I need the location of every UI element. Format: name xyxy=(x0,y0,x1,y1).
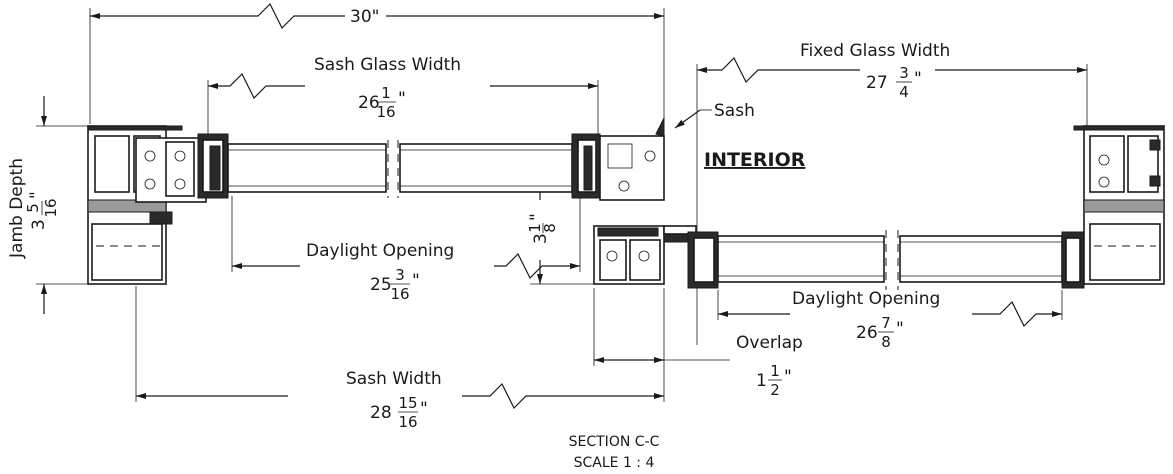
svg-text:27: 27 xyxy=(866,73,888,93)
svg-text:16: 16 xyxy=(398,413,417,431)
svg-text:Jamb Depth: Jamb Depth xyxy=(7,158,27,259)
center-depth-value: 3 1 8 " xyxy=(526,213,559,244)
interior-label: INTERIOR xyxy=(704,149,806,171)
overall-width-label: 30" xyxy=(350,7,379,27)
svg-text:25: 25 xyxy=(370,275,392,295)
jamb-depth-value: 3 5 16 " xyxy=(24,191,60,230)
svg-text:3: 3 xyxy=(395,266,405,284)
svg-text:15: 15 xyxy=(398,394,417,412)
svg-text:16: 16 xyxy=(390,285,409,303)
svg-text:5: 5 xyxy=(24,203,42,213)
svg-text:8: 8 xyxy=(541,223,559,233)
window-profiles xyxy=(87,117,1165,290)
svg-text:26: 26 xyxy=(856,323,878,343)
fixed-glass-width-value: 27 3 4 " xyxy=(866,64,922,101)
svg-text:1: 1 xyxy=(526,223,544,233)
daylight-left-value: 25 3 16 " xyxy=(370,266,420,303)
sash-callout: Sash xyxy=(714,101,755,121)
svg-text:": " xyxy=(412,271,420,291)
sash-glass-width-value: 26 1 16 " xyxy=(358,84,406,121)
overlap-value: 1 1 2 " xyxy=(756,362,792,399)
svg-text:16: 16 xyxy=(376,103,395,121)
sash-width-label: Sash Width xyxy=(346,369,442,389)
svg-text:": " xyxy=(896,319,904,339)
sash-width-value: 28 15 16 " xyxy=(370,394,428,431)
svg-text:1: 1 xyxy=(381,84,391,102)
svg-text:2: 2 xyxy=(770,381,780,399)
jamb-depth-label: Jamb Depth xyxy=(7,158,27,259)
svg-text:8: 8 xyxy=(881,333,891,351)
section-title: SECTION C-C xyxy=(569,434,660,450)
dimension-lines xyxy=(36,2,1088,410)
svg-text:": " xyxy=(914,69,922,89)
svg-text:1: 1 xyxy=(770,362,780,380)
daylight-right-value: 26 7 8 " xyxy=(856,314,904,351)
daylight-right-label: Daylight Opening xyxy=(792,289,940,309)
scale-label: SCALE 1 : 4 xyxy=(574,455,655,471)
svg-text:28: 28 xyxy=(370,403,392,423)
svg-text:": " xyxy=(420,399,428,419)
svg-text:3: 3 xyxy=(899,64,909,82)
overlap-label: Overlap xyxy=(736,333,803,353)
svg-text:": " xyxy=(527,213,547,221)
svg-text:3: 3 xyxy=(29,219,49,230)
svg-text:": " xyxy=(398,89,406,109)
svg-text:": " xyxy=(784,367,792,387)
svg-text:16: 16 xyxy=(42,198,60,217)
svg-text:3: 3 xyxy=(531,233,551,244)
daylight-left-label: Daylight Opening xyxy=(306,241,454,261)
svg-text:7: 7 xyxy=(881,314,891,332)
fixed-glass-width-label: Fixed Glass Width xyxy=(800,41,950,61)
annotations: 30" Sash Glass Width 26 1 16 " Fixed Gla… xyxy=(7,7,950,471)
svg-text:": " xyxy=(27,191,47,199)
sash-glass-width-label: Sash Glass Width xyxy=(314,55,461,75)
svg-text:4: 4 xyxy=(899,83,909,101)
svg-text:26: 26 xyxy=(358,93,380,113)
svg-text:1: 1 xyxy=(756,371,767,391)
